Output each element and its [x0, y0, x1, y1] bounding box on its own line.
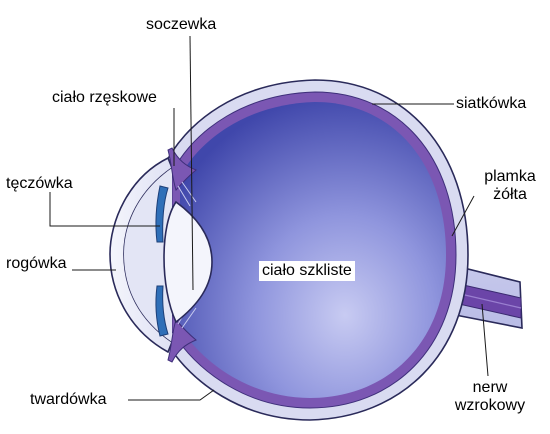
leader-optic-nerve [481, 303, 489, 377]
label-retina: siatkówka [456, 95, 527, 112]
label-macula-line2: żółta [493, 186, 527, 203]
label-optic-nerve-line2: wzrokowy [454, 397, 526, 414]
iris-lower [155, 285, 169, 337]
label-optic-nerve: nerw wzrokowy [440, 379, 540, 415]
ciliary-body-lower [167, 319, 197, 363]
leader-iris [49, 192, 160, 227]
label-macula: plamka żółta [477, 168, 543, 204]
label-ciliary-body: ciało rzęskowe [52, 89, 157, 106]
label-macula-line1: plamka [484, 168, 536, 185]
zonule-fibers-upper [177, 181, 197, 207]
lens [163, 200, 213, 324]
ciliary-body-upper [167, 147, 197, 191]
label-optic-nerve-line1: nerw [472, 379, 508, 396]
iris-upper [155, 185, 169, 243]
label-sclera: twardówka [30, 391, 107, 408]
leader-sclera [128, 389, 215, 401]
label-iris: tęczówka [6, 175, 73, 192]
leader-lines [49, 35, 489, 401]
label-vitreous-body: ciało szkliste [259, 261, 355, 281]
leader-macula [451, 195, 475, 237]
vitreous-body [180, 102, 446, 398]
label-cornea: rogówka [6, 255, 67, 272]
leader-lens [189, 35, 194, 291]
label-lens: soczewka [146, 16, 217, 33]
